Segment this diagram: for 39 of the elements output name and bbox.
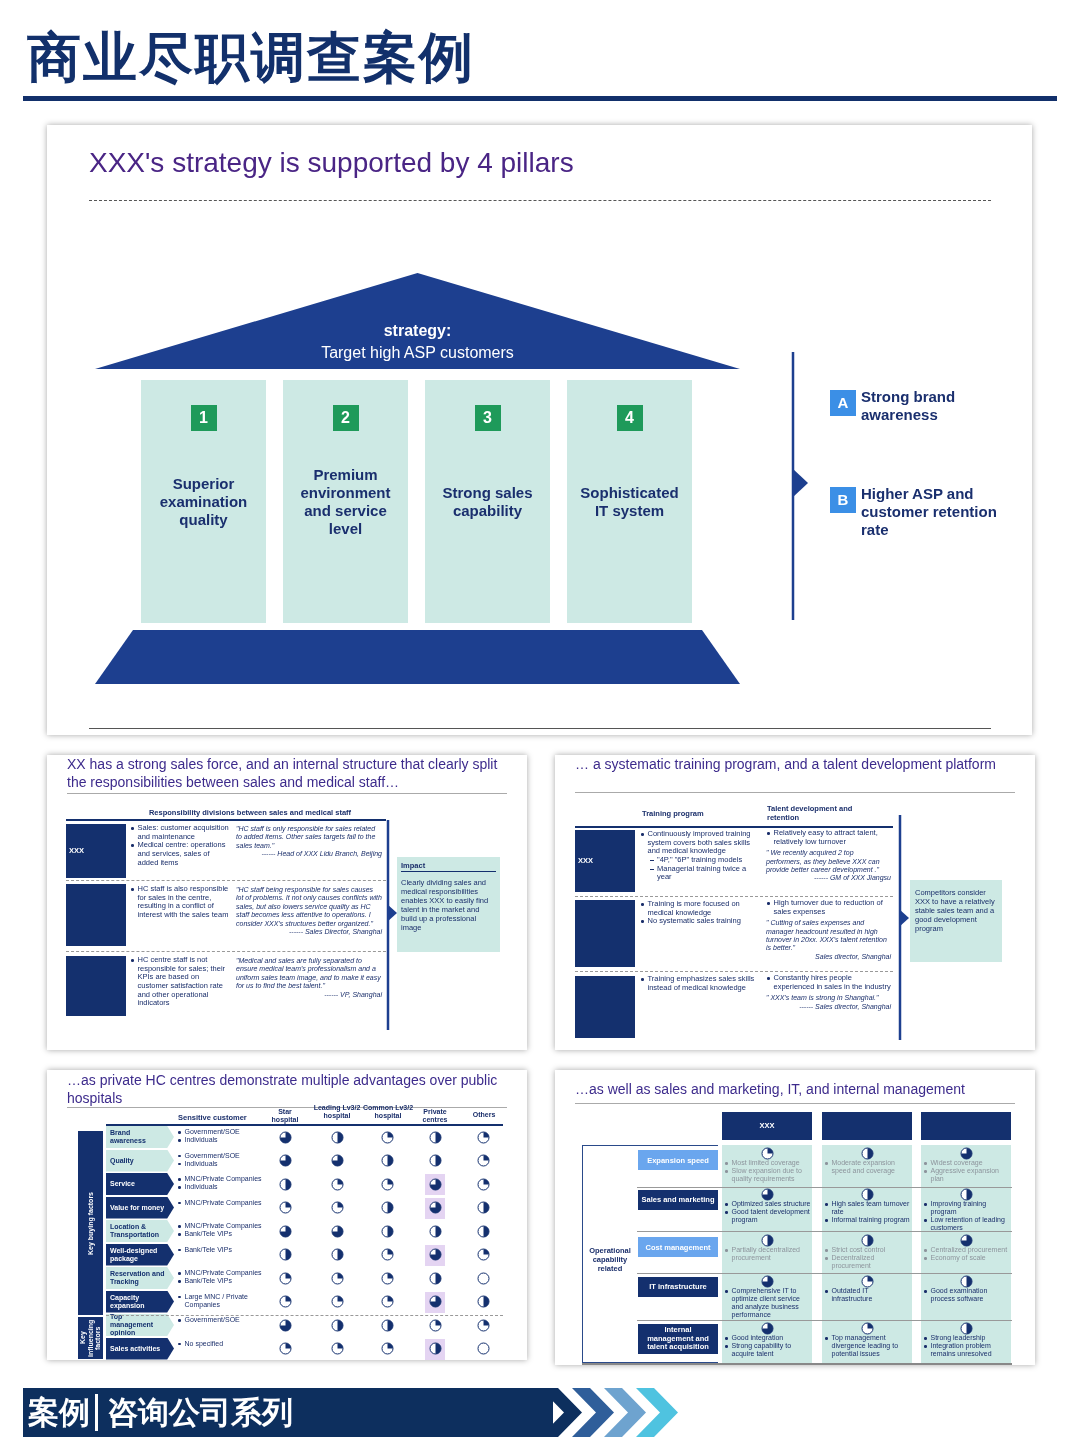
pillar-base — [95, 630, 740, 684]
column-header — [921, 1112, 1011, 1140]
roof-text: Target high ASP customers — [320, 344, 515, 362]
pillar-label: Superior examination quality — [158, 474, 249, 529]
slide-card — [47, 755, 527, 1050]
slide-title: XXX's strategy is supported by 4 pillars — [89, 146, 575, 180]
column-header — [822, 1112, 912, 1140]
slide-card — [555, 755, 1035, 1050]
row-header — [575, 900, 635, 967]
banner-text: 案例 — [28, 1394, 90, 1432]
outcome-text: Higher ASP and customer retention rate — [861, 485, 998, 539]
pillar-label: Strong sales capability — [441, 483, 534, 520]
row-header — [66, 956, 126, 1016]
slide-title: …as well as sales and marketing, IT, and internal management — [575, 1081, 966, 1099]
row-header — [66, 884, 126, 946]
banner-text: 咨询公司系列 — [107, 1394, 293, 1432]
slide-card — [47, 1070, 527, 1360]
pillar-box — [141, 380, 266, 623]
number-badge: 2 — [332, 405, 359, 431]
number-badge: 1 — [190, 405, 217, 431]
pillar-label: Premium environment and service level — [299, 465, 392, 538]
slide-title: …as private HC centres demonstrate multiple advantages over public hospitals — [67, 1072, 499, 1106]
slide-title: … a systematic training program, and a talent development platform — [575, 756, 997, 774]
pillar-label: Sophisticated IT system — [579, 483, 680, 520]
pillar-box — [567, 380, 692, 623]
pillar-box — [283, 380, 408, 623]
slide-title: XX has a strong sales force, and an internal structure that clearly split the responsibilities between sales and medical staff… — [67, 756, 499, 791]
pillar-box — [425, 380, 550, 623]
letter-badge: B — [830, 487, 856, 513]
letter-badge: A — [830, 390, 856, 416]
outcome-text: Strong brand awareness — [861, 388, 957, 424]
impact-box — [397, 857, 500, 952]
number-badge: 3 — [474, 405, 501, 431]
slide-card — [47, 125, 1032, 735]
roof-heading: strategy: — [382, 322, 453, 340]
row-header — [575, 976, 635, 1038]
group-frame — [582, 1145, 718, 1363]
page-title: 商业尽职调查案例 — [27, 26, 475, 89]
number-badge: 4 — [616, 405, 643, 431]
